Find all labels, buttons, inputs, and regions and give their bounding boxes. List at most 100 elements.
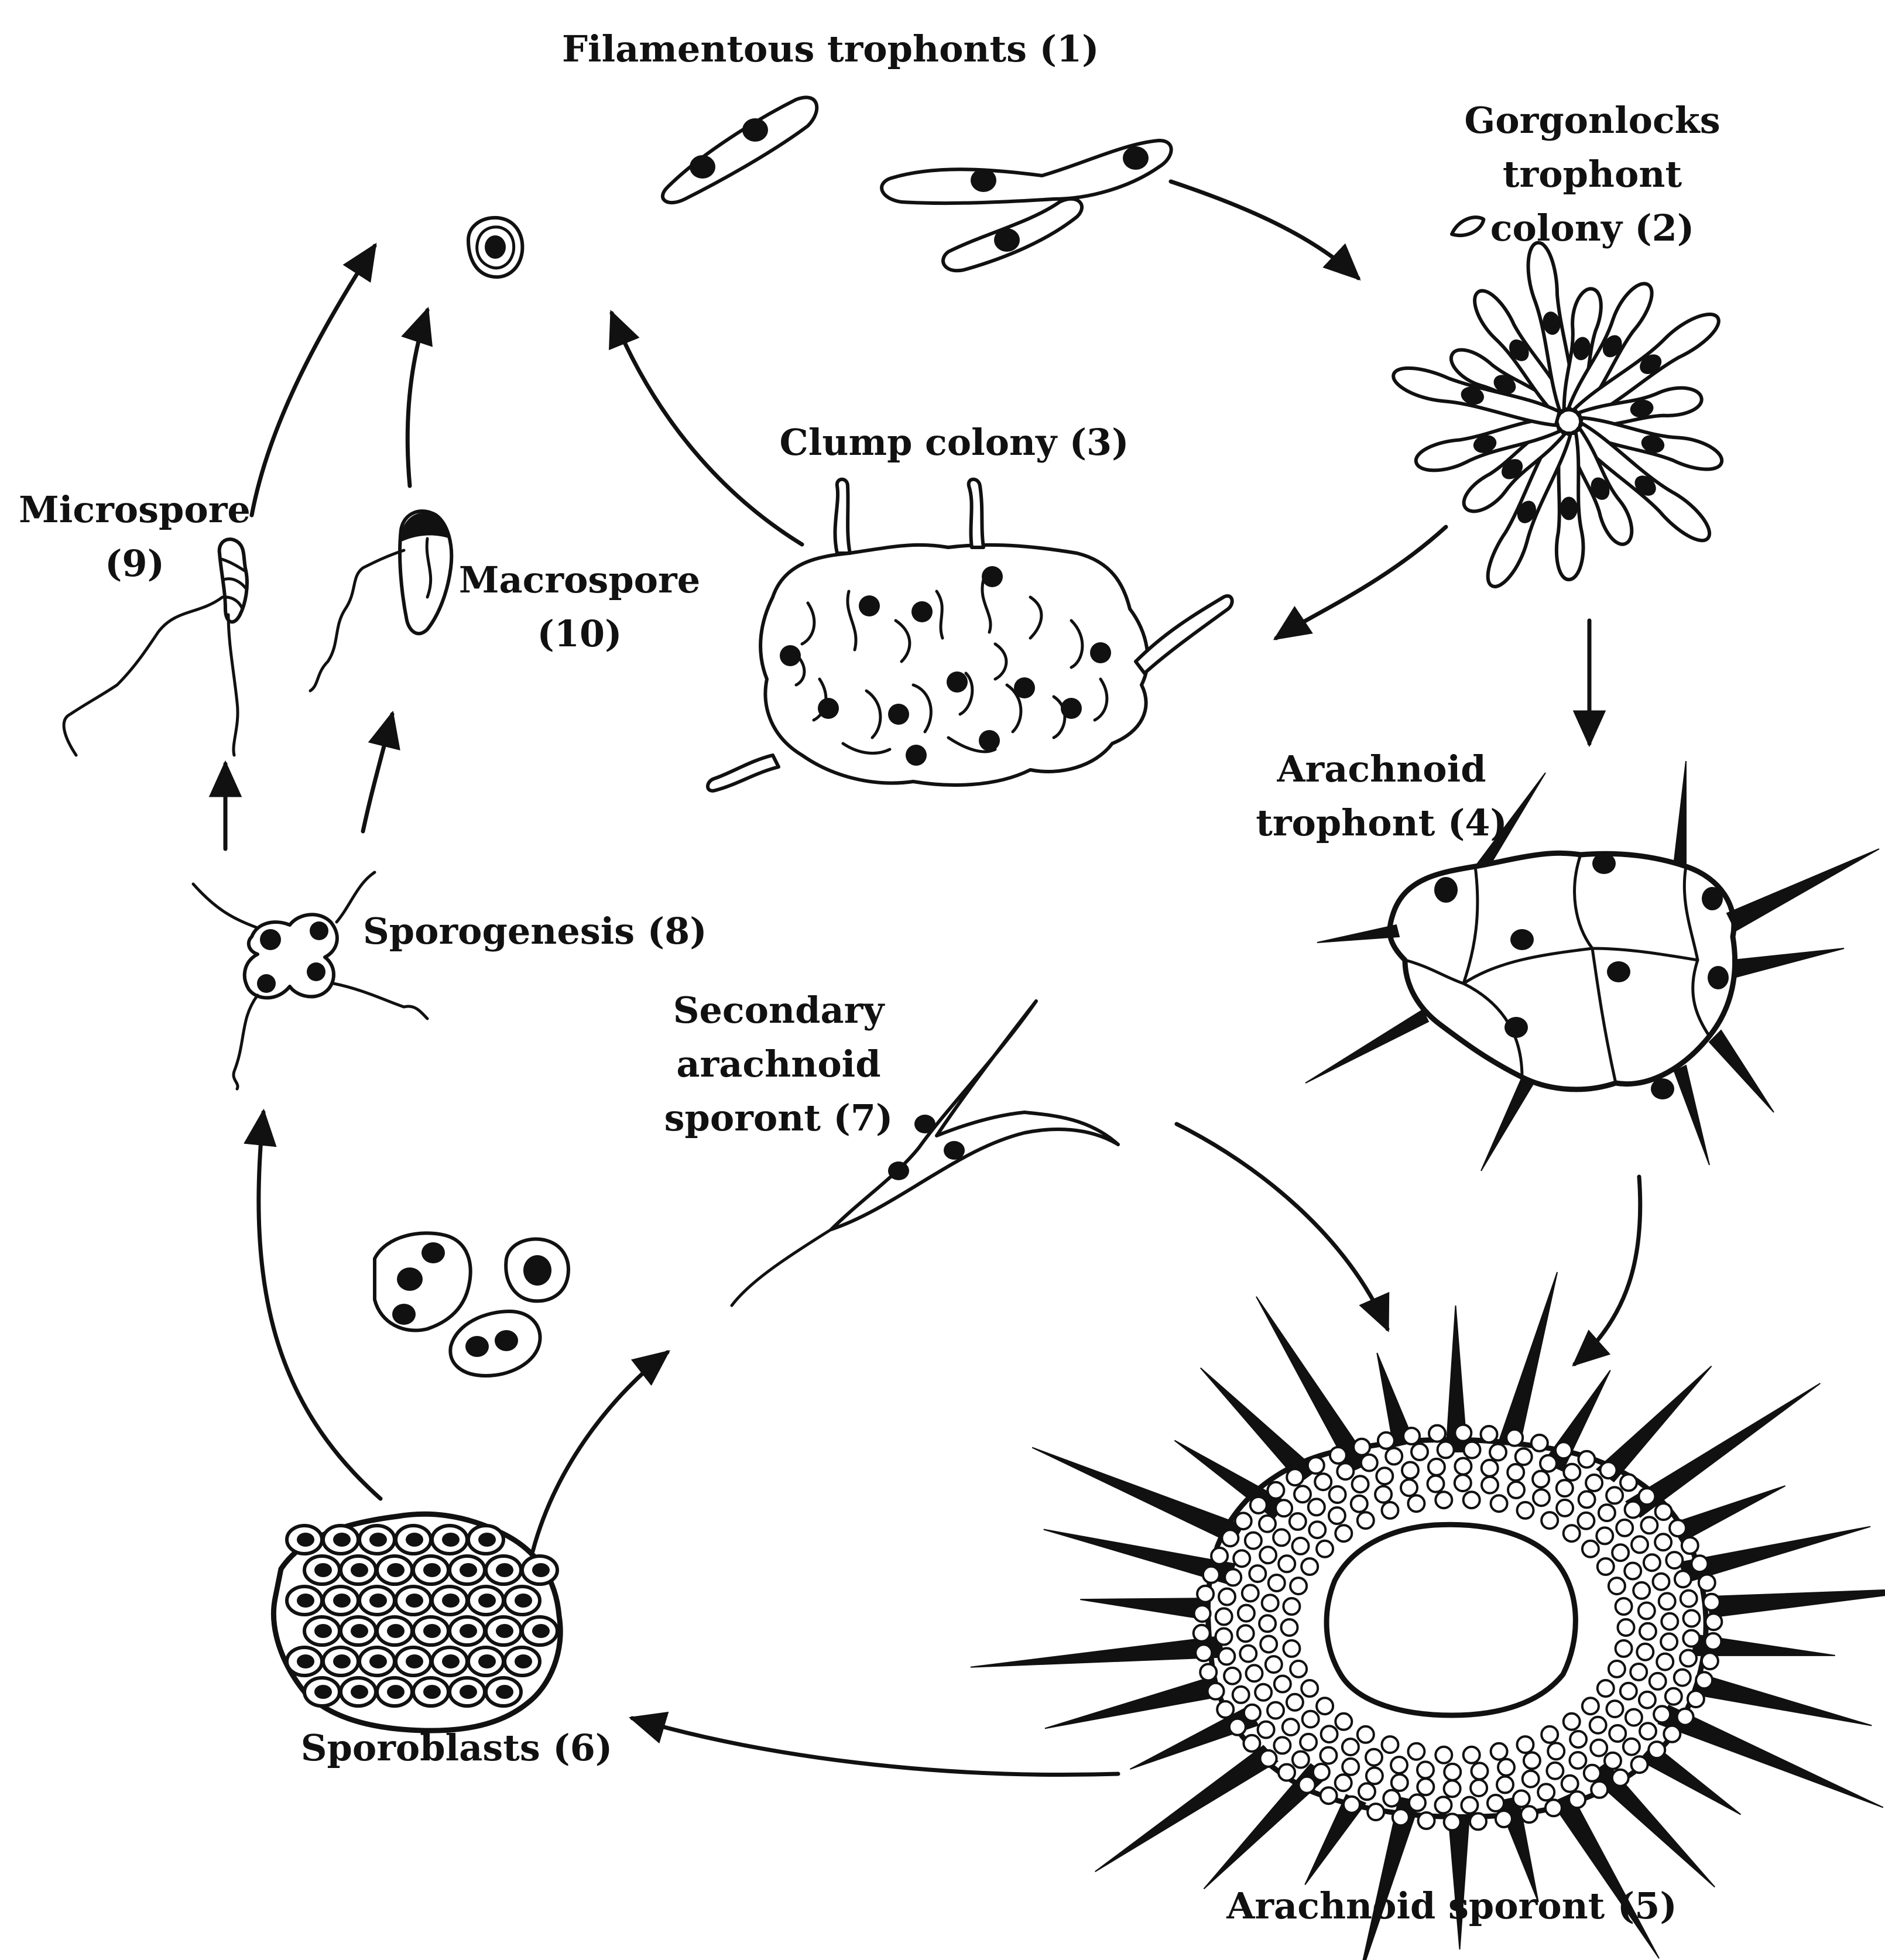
sporont-granule: [1591, 1781, 1608, 1798]
sporont-granule: [1279, 1764, 1295, 1781]
label-microspore: Microspore (9): [12, 483, 258, 591]
sporont-granule: [1659, 1593, 1675, 1609]
sporont-granule: [1481, 1426, 1497, 1442]
sporont-granule: [1238, 1625, 1254, 1642]
sporont-granule: [1570, 1731, 1586, 1747]
sporont-granule: [1656, 1503, 1672, 1520]
sporont-granule: [1435, 1747, 1452, 1763]
sporont-granule: [1521, 1806, 1537, 1822]
sporont-spine: [971, 1636, 1223, 1667]
sporont-granule: [1705, 1613, 1722, 1630]
sporont-granule: [1654, 1706, 1670, 1722]
sporont-granule: [1409, 1794, 1425, 1811]
sporont-granule: [1538, 1784, 1554, 1800]
sporont-granule: [1482, 1477, 1498, 1493]
sporont-granule: [1417, 1779, 1434, 1795]
arrow-6-to-8: [259, 1112, 381, 1499]
sporont-spine: [1695, 1674, 1872, 1725]
sporont-granule: [1287, 1694, 1303, 1711]
sporont-granule: [1308, 1457, 1324, 1474]
sporont-granule: [1688, 1691, 1704, 1707]
sporont-granule: [1666, 1552, 1682, 1568]
sporont-granule: [1455, 1425, 1471, 1441]
sporont-granule: [1639, 1692, 1656, 1708]
sporont-granule: [1639, 1603, 1655, 1619]
sporoblast-nucleus: [297, 1533, 314, 1547]
sporont-granule: [1491, 1743, 1507, 1760]
sporont-granule: [1524, 1752, 1540, 1769]
sporont-granule: [1290, 1661, 1307, 1677]
sporont-granule: [1531, 1435, 1548, 1451]
label-sporoblasts: Sporoblasts (6): [293, 1721, 621, 1775]
sporont-granule: [1255, 1684, 1271, 1701]
sporont-granule: [1352, 1476, 1369, 1492]
sporoblast-nucleus: [406, 1533, 423, 1547]
sporont-granule: [1661, 1633, 1677, 1650]
sporont-granule: [1358, 1726, 1374, 1743]
sporont-granule: [1582, 1698, 1599, 1714]
sporont-granule: [1260, 1547, 1276, 1563]
sporont-granule: [1195, 1644, 1212, 1661]
sporont-granule: [1508, 1482, 1524, 1498]
sporoblast-nucleus: [423, 1685, 441, 1699]
sporont-granule: [1211, 1548, 1228, 1564]
sporont-granule: [1674, 1670, 1691, 1686]
sporont-granule: [1218, 1648, 1235, 1664]
sporont-granule: [1677, 1709, 1694, 1725]
sporoblast-nucleus: [532, 1624, 550, 1638]
sporont-granule: [1548, 1743, 1564, 1759]
sporont-granule: [1216, 1608, 1232, 1625]
label-sporogenesis: Sporogenesis (8): [363, 904, 702, 958]
sporont-granule: [1279, 1555, 1295, 1572]
sporont-granule: [1616, 1598, 1632, 1615]
sporont-granule: [1516, 1448, 1532, 1465]
sporont-granule: [1564, 1714, 1580, 1730]
sporont-granule: [1564, 1525, 1580, 1541]
sporont-granule: [1684, 1611, 1700, 1627]
clump-colony-drawing: [708, 479, 1232, 791]
sporont-granule: [1540, 1455, 1557, 1472]
sporoblast-nucleus: [515, 1654, 532, 1668]
sporoblast-nucleus: [351, 1624, 368, 1638]
sporoblasts-drawing: [273, 1514, 560, 1731]
sporont-granule: [1609, 1725, 1626, 1742]
sporont-granule: [1624, 1563, 1641, 1579]
sporont-granule: [1315, 1474, 1331, 1490]
sporont-granule: [1541, 1512, 1558, 1529]
sporont-granule: [1283, 1640, 1300, 1657]
sporont-granule: [1533, 1471, 1549, 1488]
sporont-granule: [1682, 1537, 1698, 1554]
sporont-granule: [1600, 1462, 1617, 1478]
sporont-granule: [1359, 1783, 1375, 1800]
sporont-granule: [1330, 1447, 1346, 1464]
label-line: Secondary: [656, 984, 902, 1037]
sporont-granule: [1200, 1664, 1216, 1681]
sporont-granule: [1705, 1633, 1721, 1650]
sporont-granule: [1633, 1582, 1650, 1599]
sporont-spine: [1095, 1746, 1278, 1872]
arachnoid-sporont-drawing: [971, 1272, 1885, 1960]
sporont-granule: [1378, 1433, 1394, 1449]
sporoblast-nucleus: [460, 1563, 477, 1577]
sporont-granule: [1391, 1757, 1407, 1773]
sporoblast-nucleus: [496, 1624, 513, 1638]
sporont-granule: [1470, 1813, 1486, 1829]
sporont-granule: [1224, 1668, 1240, 1684]
sporont-granule: [1541, 1726, 1558, 1743]
sporont-granule: [1555, 1442, 1572, 1458]
sporont-granule: [1702, 1653, 1718, 1669]
filamentous-trophonts-drawing: [468, 97, 1171, 277]
sporoblast-nucleus: [369, 1533, 387, 1547]
sporont-granule: [1605, 1753, 1621, 1769]
sporont-granule: [1497, 1777, 1513, 1793]
sporont-granule: [1249, 1565, 1266, 1582]
sporont-granule: [1637, 1644, 1653, 1660]
sporont-granule: [1620, 1683, 1637, 1699]
sporont-granule: [1274, 1737, 1290, 1753]
sporont-granule: [1260, 1750, 1277, 1767]
sporont-granule: [1464, 1442, 1480, 1458]
sporont-granule: [1607, 1701, 1623, 1717]
sporont-granule: [1491, 1495, 1507, 1512]
sporont-granule: [1401, 1479, 1417, 1496]
